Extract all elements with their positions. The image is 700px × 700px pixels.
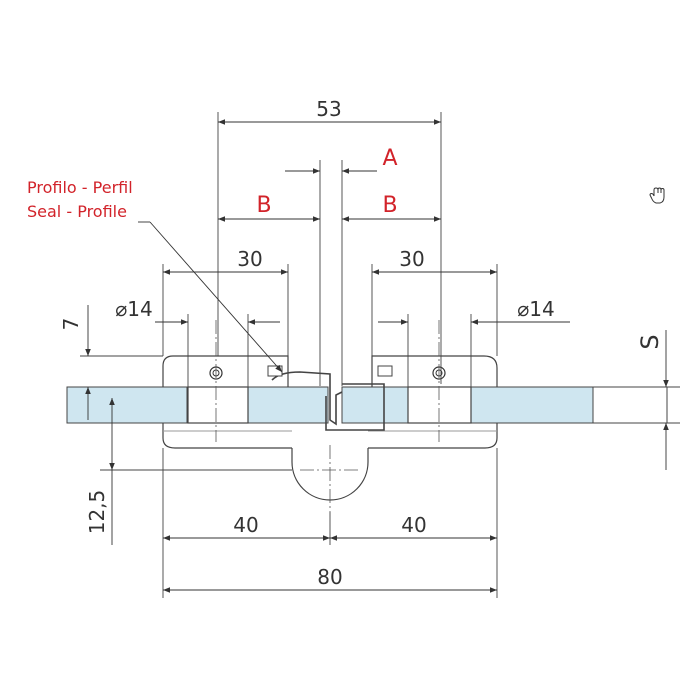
glass-right-inner [341, 386, 409, 424]
dim-a-label: A [382, 146, 397, 171]
glass-panels [66, 386, 668, 424]
glass-left-outer [66, 386, 188, 424]
screws [209, 366, 446, 380]
glass-left-inner [247, 386, 329, 424]
glass-far-right [592, 386, 668, 424]
dimension-labels: 53 A B B 30 30 ⌀14 ⌀14 7 S 12,5 40 40 80 [59, 97, 664, 589]
dim-b-right-label: B [382, 193, 397, 218]
dim-53-label: 53 [316, 97, 341, 121]
center-block-right [407, 386, 472, 424]
dim-40-right-label: 40 [401, 513, 426, 537]
dim-12-5-label: 12,5 [85, 490, 109, 535]
bottom-plate-left [162, 423, 292, 449]
top-plate-right [371, 355, 498, 387]
dim-40-left-label: 40 [233, 513, 258, 537]
top-plate-left [162, 355, 289, 387]
seal-leader [138, 221, 283, 373]
bottom-plate-right [368, 423, 498, 449]
dim-14-right-label: ⌀14 [517, 297, 555, 321]
dimension-lines [85, 119, 669, 593]
dim-14-left-label: ⌀14 [115, 297, 153, 321]
hand-pointer-icon [649, 187, 665, 204]
extension-lines [67, 112, 680, 598]
dim-80-label: 80 [317, 565, 342, 589]
center-block [187, 386, 249, 424]
seal-label-line2: Seal - Profile [27, 202, 127, 221]
dim-b-left-label: B [256, 193, 271, 218]
seal-profile [267, 365, 393, 431]
seal-annotation: Profilo - Perfil Seal - Profile [27, 178, 133, 221]
dim-30-right-label: 30 [399, 247, 424, 271]
dim-30-left-label: 30 [237, 247, 262, 271]
center-lines [215, 320, 440, 512]
dim-s-label: S [636, 334, 664, 349]
seal-label-line1: Profilo - Perfil [27, 178, 133, 197]
glass-right-outer [470, 386, 594, 424]
hinge-body [162, 355, 498, 501]
dim-7-label: 7 [59, 318, 83, 331]
